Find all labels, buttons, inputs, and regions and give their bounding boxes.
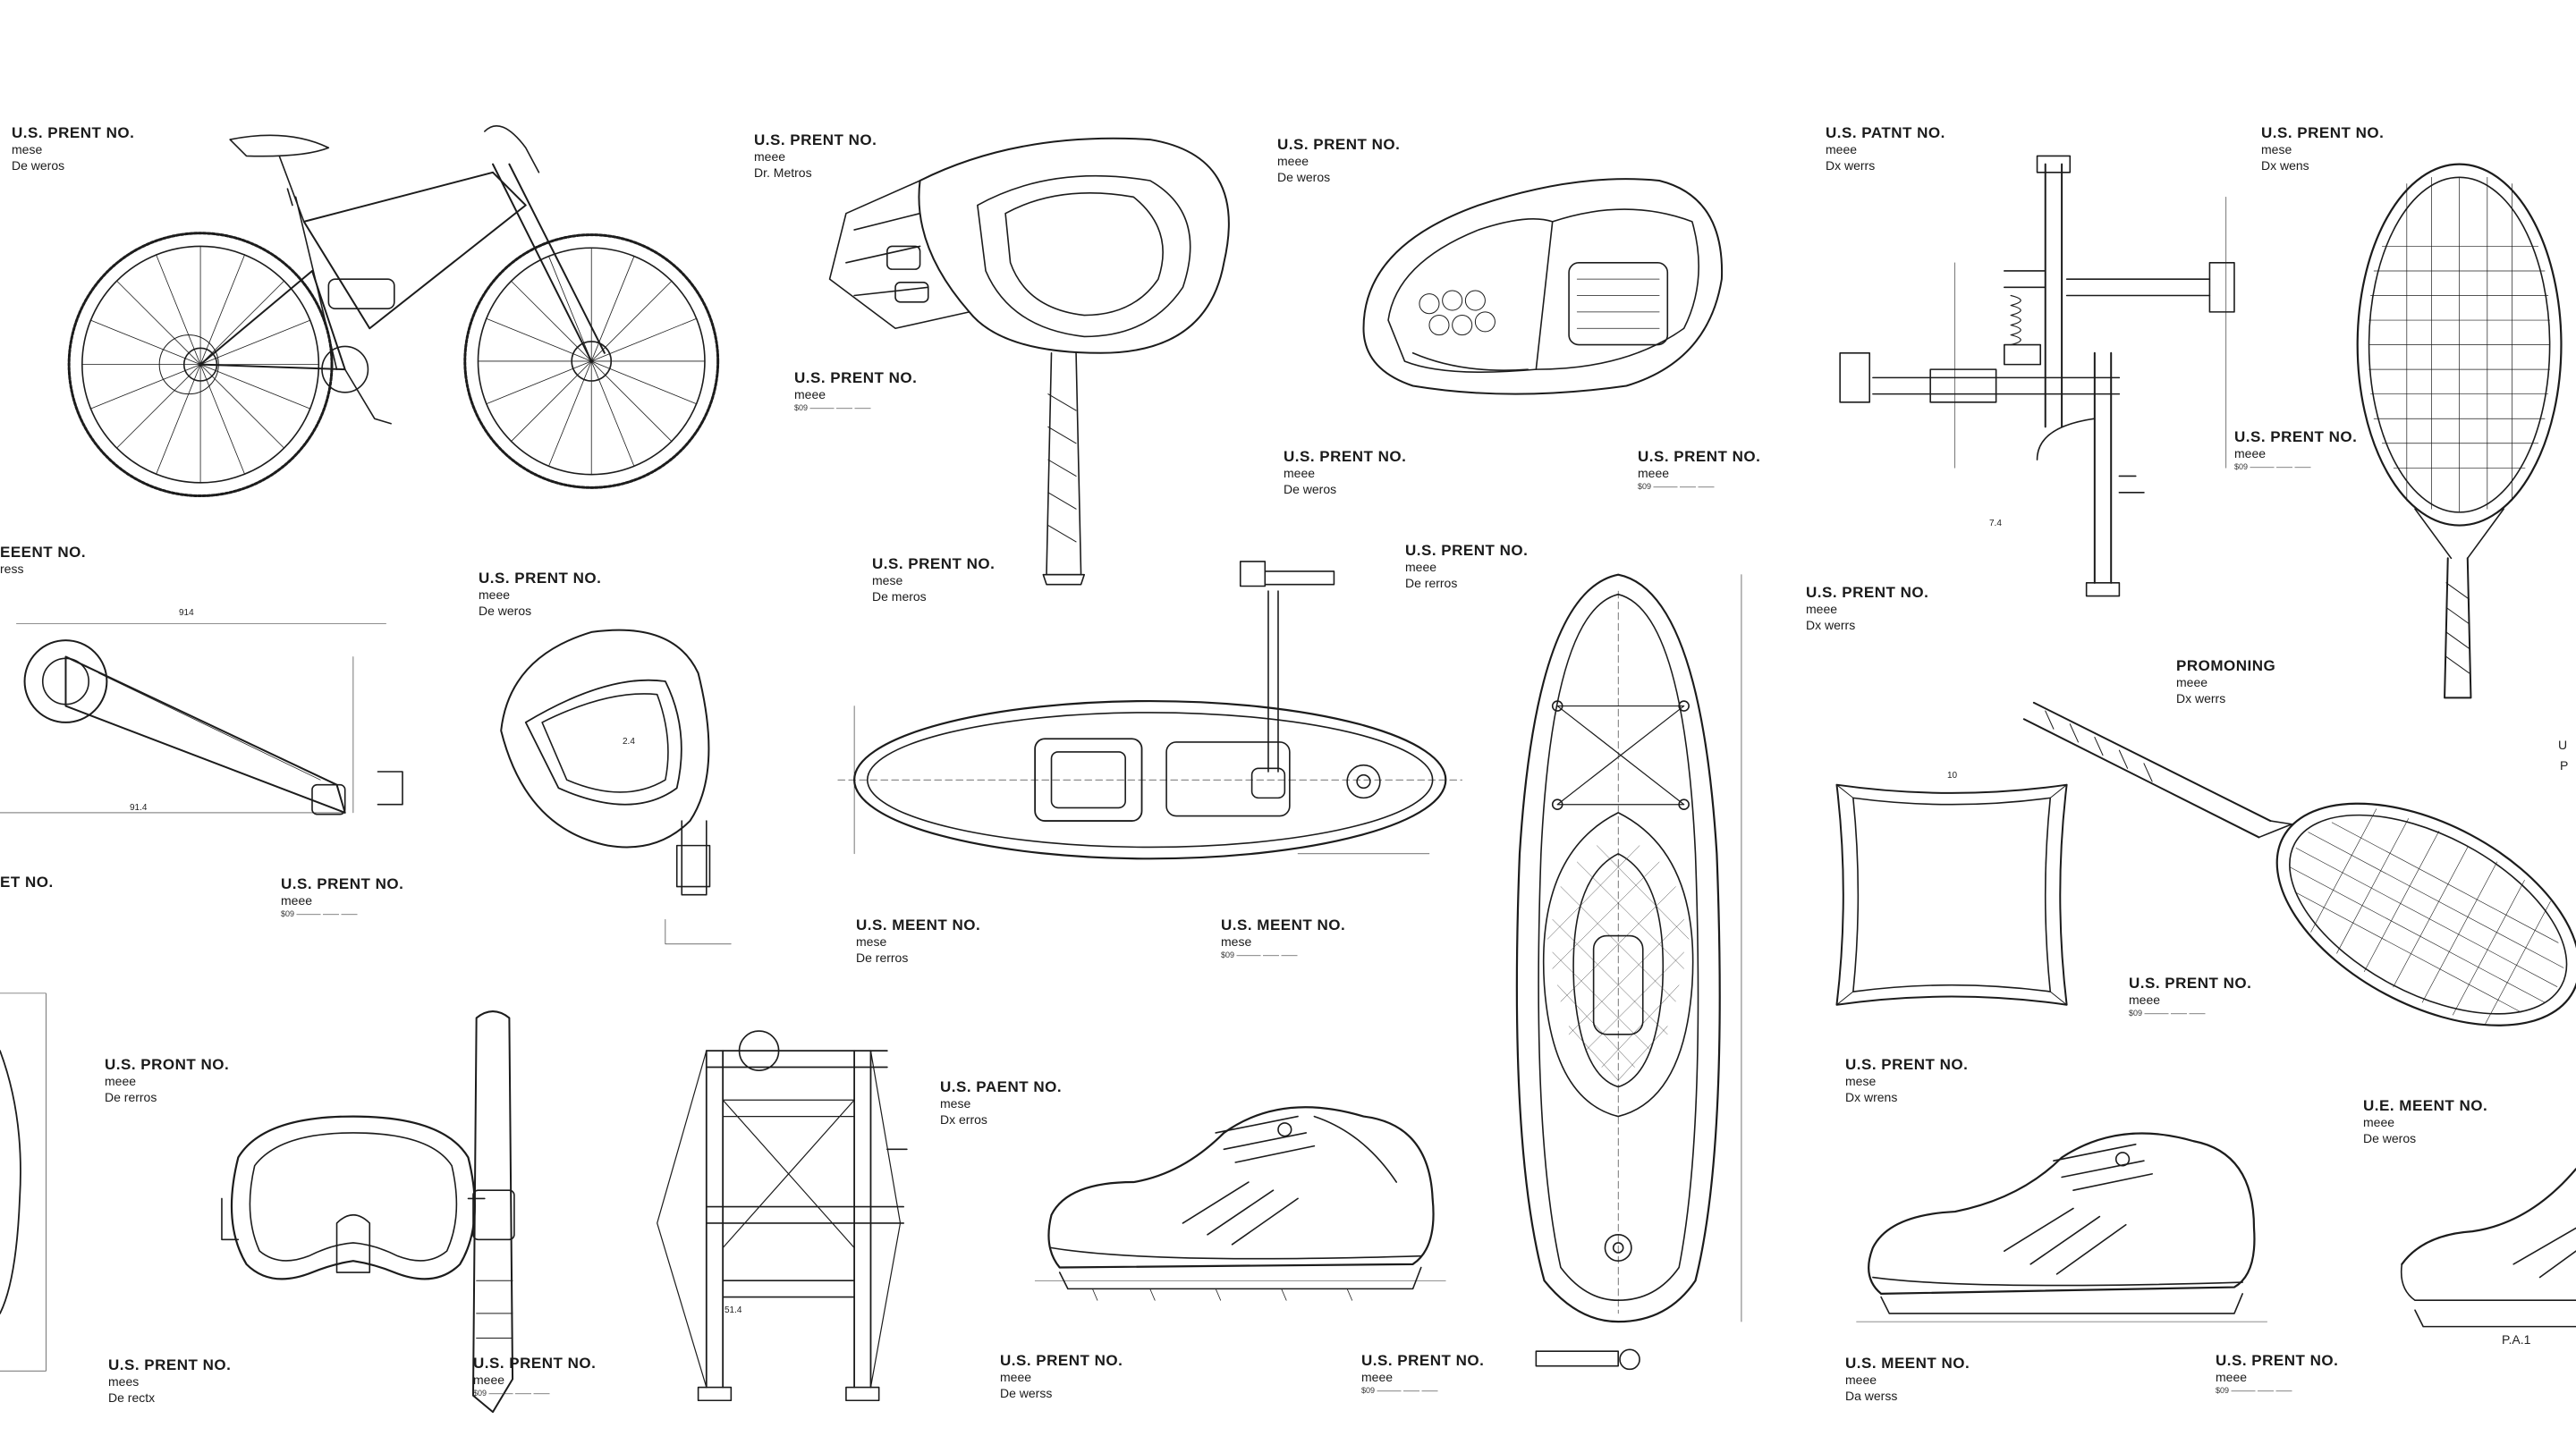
patent-label: PROMONING meee Dx werrs	[2176, 657, 2276, 705]
patent-label: U.S. PRENT NO. meee De rerros	[1405, 542, 1529, 590]
patent-label: U.S. PRONT NO. meee De rerros	[105, 1056, 230, 1104]
patent-label: U.S. MEENT NO. mese De rerros	[856, 917, 981, 965]
cushion-pad-drawing	[1836, 785, 2066, 1005]
patent-label: U.S. PRENT NO. meee De werss	[1000, 1352, 1123, 1400]
patent-label: U.S. PRENT NO. mese De meros	[872, 555, 996, 604]
patent-label: U.S. PAENT NO. mese Dx erros	[940, 1078, 1063, 1127]
patent-label: U.S. PRENT NO. meee De weros	[1284, 448, 1407, 496]
patent-label: U.S. PRENT NO. meee $09 ——— —— ——	[794, 369, 918, 412]
patent-label: U.S. PRENT NO. meee $09 ——— —— ——	[473, 1355, 597, 1398]
patent-label: U.S. PRENT NO. meee De weros	[479, 570, 602, 618]
patent-label: U.S. PRENT NO. meee $09 ——— —— ——	[1638, 448, 1761, 491]
crank-arm-drawing	[0, 624, 402, 815]
dimension-label: 2.4	[623, 737, 635, 747]
patent-label: U.S. PRENT NO. meee $09 ——— —— ——	[281, 875, 404, 918]
dimension-label: 7.4	[1989, 519, 2002, 528]
patent-label: EEENT NO. ress	[0, 544, 87, 577]
diving-mask-snorkel-drawing	[222, 1011, 514, 1412]
patent-label: U.S. PRENT NO. mese Dx wrens	[1845, 1056, 1969, 1104]
patent-label: U.S. PRENT NO. meee $09 ——— —— ——	[1361, 1352, 1485, 1395]
partial-device-drawing	[0, 993, 46, 1371]
golf-shoe-center-drawing	[1035, 1107, 1445, 1300]
patent-label: U.S. MEENT NO. meee Da werss	[1845, 1355, 1970, 1403]
patent-label: U.S. PRENT NO. meee $09 ——— —— ——	[2129, 975, 2252, 1018]
page-mark: P.A.1	[2502, 1332, 2531, 1347]
dimension-label: 10	[1947, 771, 1958, 781]
patent-label: U.S. PRENT NO. mees De rectx	[108, 1356, 232, 1405]
patent-label: U.S. PRENT NO. meee Dx werrs	[1806, 584, 1929, 632]
tennis-racket-diagonal-drawing	[2024, 703, 2576, 1071]
patent-label: U.S. MEENT NO. mese $09 ——— —— ——	[1221, 917, 1346, 959]
patent-label: U.S. PRENT NO. meee Dr. Metros	[754, 131, 877, 180]
patent-label: U.S. PRENT NO. mese De weros	[12, 124, 135, 173]
sports-helmet-drawing	[1363, 179, 1722, 394]
golf-driver-drawing	[830, 139, 1229, 585]
golf-club-head-drawing	[501, 630, 731, 944]
golf-shoe-right-drawing	[1857, 1134, 2267, 1322]
patent-label: U.S. PRENT NO. mese Dx wens	[2261, 124, 2385, 173]
page-mark: U	[2558, 738, 2568, 752]
paddleboard-vertical-drawing	[1517, 575, 1741, 1322]
patent-label: ET NO.	[0, 874, 54, 891]
patent-label: U.S. PRENT NO. meee De weros	[1277, 136, 1401, 184]
dimension-label: 91.4	[130, 803, 148, 813]
dimension-label: 51.4	[724, 1305, 742, 1315]
page-mark: P	[2560, 758, 2569, 773]
tennis-racket-vertical-drawing	[2358, 165, 2562, 698]
suspension-apparatus-drawing	[1840, 156, 2234, 596]
patent-label: U.S. PATNT NO. meee Dx werrs	[1826, 124, 1945, 173]
paddleboard-horizontal-drawing	[838, 562, 1462, 858]
golf-shoe-edge-drawing	[2402, 1169, 2576, 1326]
scale-bar	[1536, 1349, 1640, 1369]
frame-stand-drawing	[657, 1031, 907, 1400]
dimension-label: 914	[179, 608, 194, 618]
patent-label: U.E. MEENT NO. meee De weros	[2363, 1097, 2488, 1145]
mountain-bike-drawing	[69, 126, 718, 496]
patent-label: U.S. PRENT NO. meee $09 ——— —— ——	[2216, 1352, 2339, 1395]
patent-label: U.S. PRENT NO. meee $09 ——— —— ——	[2234, 428, 2358, 471]
